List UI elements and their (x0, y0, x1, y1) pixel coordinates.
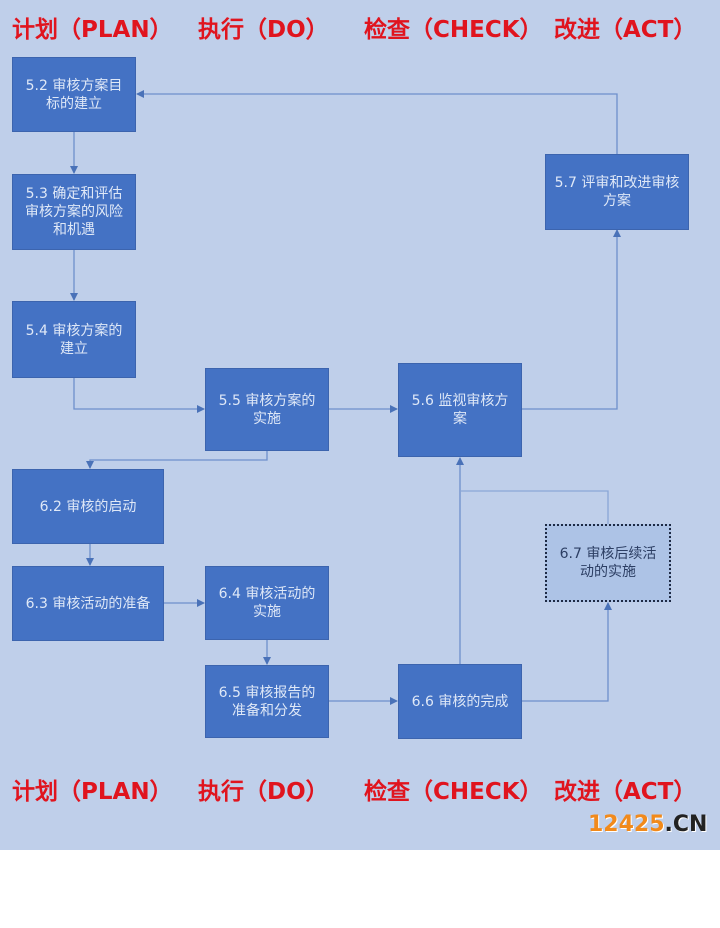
watermark-suffix: .CN (664, 812, 708, 837)
arrow-54-55 (73, 378, 205, 413)
watermark-number: 12425 (588, 812, 665, 837)
box-6-5: 6.5 审核报告的准备和分发 (205, 665, 329, 738)
box-6-7: 6.7 审核后续活动的实施 (545, 524, 671, 602)
box-6-4: 6.4 审核活动的实施 (205, 566, 329, 640)
footer-plan: 计划（PLAN） (12, 779, 173, 805)
box-6-3: 6.3 审核活动的准备 (12, 566, 164, 641)
header-act: 改进（ACT） (554, 17, 697, 43)
arrow-57-52 (136, 90, 618, 154)
footer-check: 检查（CHECK） (364, 779, 543, 805)
box-5-3: 5.3 确定和评估审核方案的风险和机遇 (12, 174, 136, 250)
box-5-4: 5.4 审核方案的建立 (12, 301, 136, 378)
box-5-5: 5.5 审核方案的实施 (205, 368, 329, 451)
header-check: 检查（CHECK） (364, 17, 543, 43)
watermark: 12425.CN (588, 812, 707, 837)
box-5-7: 5.7 评审和改进审核方案 (545, 154, 689, 230)
footer-act: 改进（ACT） (554, 779, 697, 805)
footer-do: 执行（DO） (198, 779, 329, 805)
box-6-6: 6.6 审核的完成 (398, 664, 522, 739)
footer-phases: 计划（PLAN） 执行（DO） 检查（CHECK） 改进（ACT） (12, 772, 712, 928)
pdca-diagram: 计划（PLAN） 执行（DO） 检查（CHECK） 改进（ACT） 5. (0, 0, 720, 850)
header-phases: 计划（PLAN） 执行（DO） 检查（CHECK） 改进（ACT） (12, 10, 712, 166)
connectors (70, 90, 621, 705)
header-do: 执行（DO） (198, 17, 329, 43)
arrow-66-67 (522, 602, 612, 702)
box-6-2: 6.2 审核的启动 (12, 469, 164, 544)
header-plan: 计划（PLAN） (12, 17, 173, 43)
line-67-56 (460, 490, 609, 524)
box-5-2: 5.2 审核方案目标的建立 (12, 57, 136, 132)
arrow-56-57 (522, 229, 621, 410)
box-5-6: 5.6 监视审核方案 (398, 363, 522, 457)
arrow-55-62 (86, 451, 268, 469)
